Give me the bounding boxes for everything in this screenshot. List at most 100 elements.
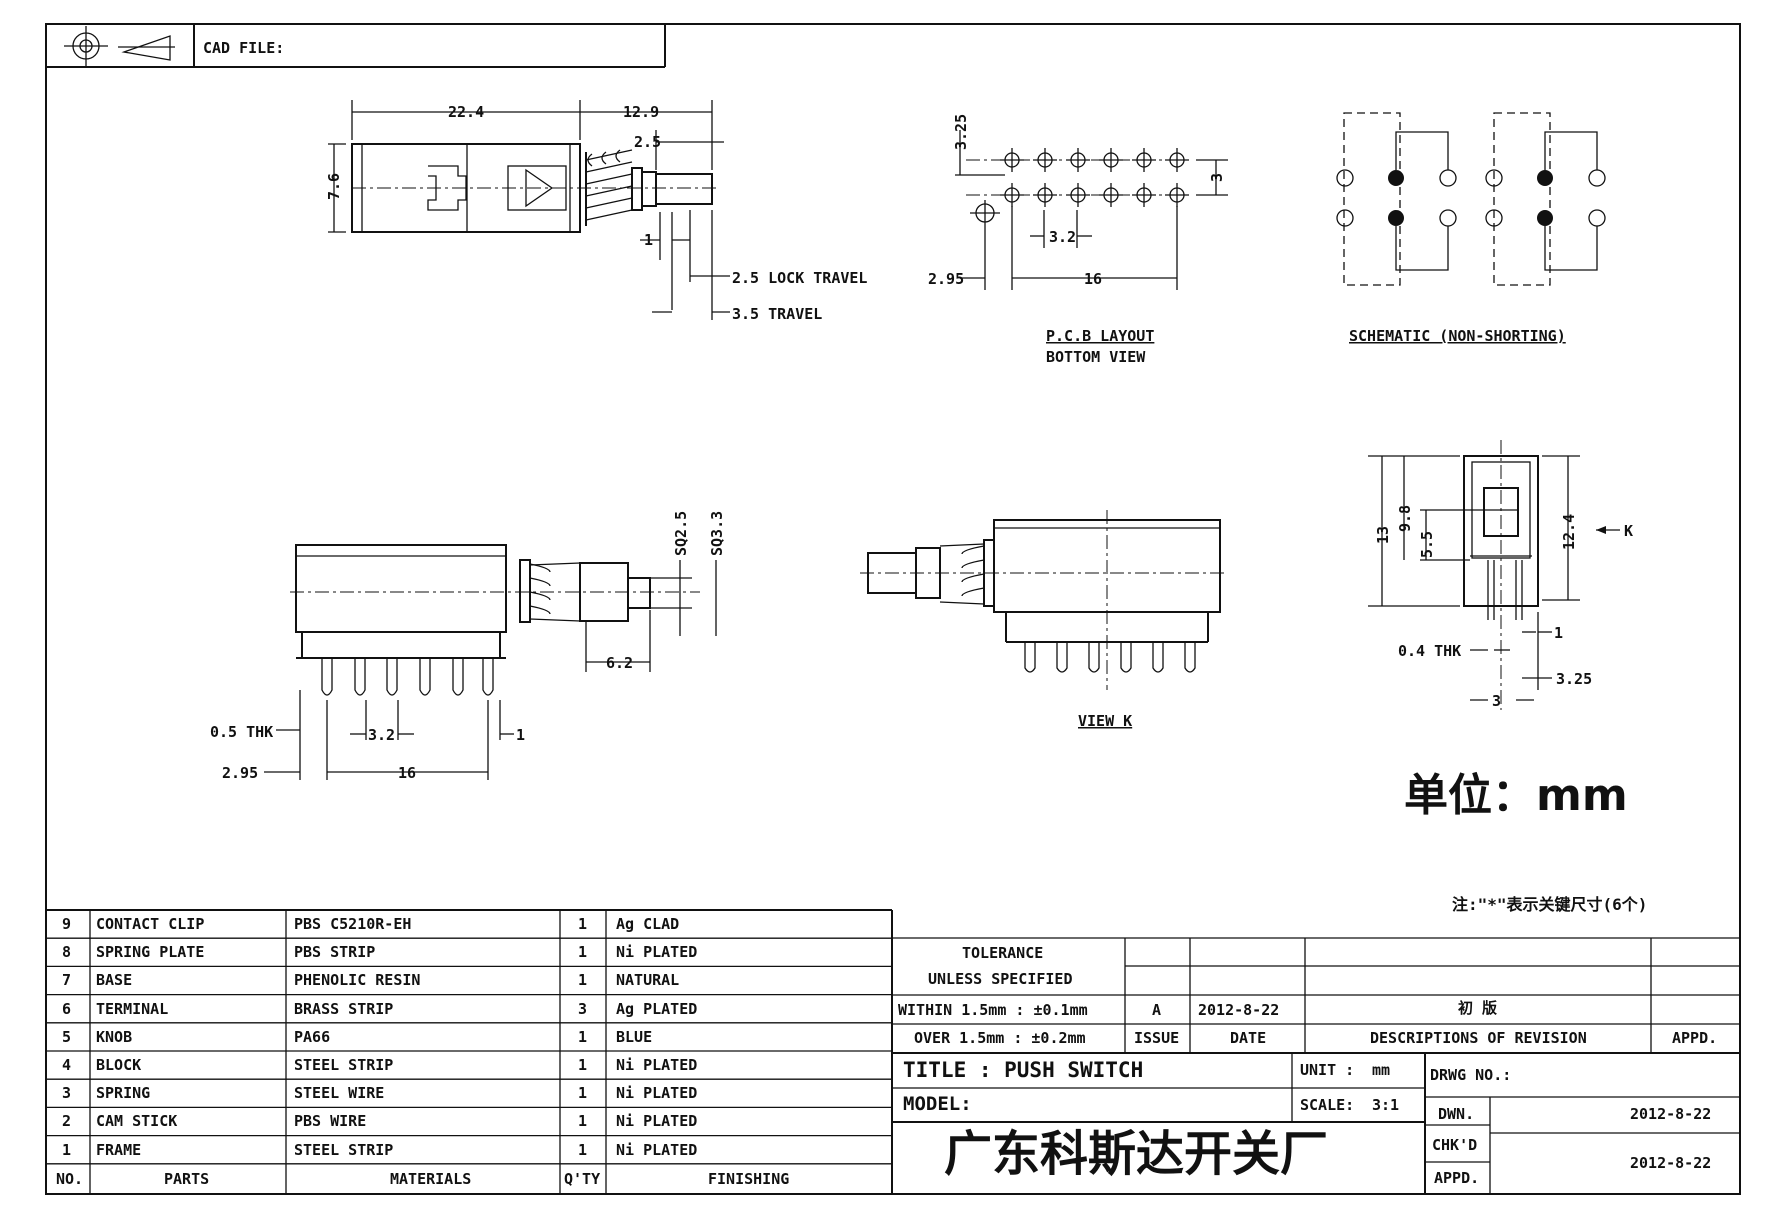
top-view-drawing: 22.4 12.9 2.5 7.6 1 2.5 LOCK TRAVEL 3.5 …: [325, 100, 867, 323]
row-finishing: Ni PLATED: [616, 1112, 698, 1131]
terminal-pin: [1120, 642, 1132, 673]
parts-table-grid: [46, 909, 893, 1194]
row-material: STEEL STRIP: [294, 1056, 394, 1074]
terminal-pin: [419, 658, 431, 696]
dim-1-end: 1: [1554, 624, 1563, 642]
travel-label: 3.5 TRAVEL: [732, 305, 822, 323]
row-material: STEEL WIRE: [294, 1084, 385, 1103]
dim-3-25: 3.25: [952, 114, 970, 150]
dim-0-5-thk: 0.5 THK: [210, 723, 273, 741]
dim-6-2: 6.2: [606, 654, 633, 672]
row-qty: 1: [578, 1140, 588, 1159]
row-no: 1: [62, 1140, 72, 1159]
row-material: PBS C5210R-EH: [294, 915, 412, 933]
unit-note: 单位：mm: [1404, 770, 1628, 821]
chkd-label: CHK'D: [1432, 1136, 1478, 1154]
row-material: PBS WIRE: [294, 1112, 367, 1131]
row-no: 7: [62, 971, 72, 990]
scale-label: SCALE:: [1300, 1096, 1355, 1114]
row-part: CAM STICK: [96, 1112, 178, 1131]
dwn-label: DWN.: [1438, 1105, 1475, 1123]
col-header-finishing: FINISHING: [708, 1170, 790, 1188]
row-qty: 1: [578, 1056, 588, 1074]
dim-3-2-side: 3.2: [368, 726, 395, 744]
col-header-materials: MATERIALS: [390, 1170, 472, 1188]
dim-3-end: 3: [1492, 692, 1501, 710]
terminal-pin: [1024, 642, 1036, 673]
row-finishing: Ag PLATED: [616, 999, 698, 1018]
row-finishing: Ni PLATED: [616, 943, 698, 962]
row-finishing: Ag CLAD: [616, 915, 680, 933]
tolerance-within: WITHIN 1.5mm : ±0.1mm: [898, 1001, 1088, 1019]
projection-symbol-icon: [64, 26, 175, 66]
row-finishing: Ni PLATED: [616, 1140, 698, 1159]
terminal-pin: [321, 658, 333, 696]
row-part: CONTACT CLIP: [96, 915, 205, 933]
dim-16: 16: [1084, 270, 1102, 288]
row-no: 9: [62, 915, 72, 933]
dim-2-95: 2.95: [928, 270, 964, 288]
row-qty: 1: [578, 943, 588, 962]
pcb-layout-caption: P.C.B LAYOUT: [1046, 327, 1154, 345]
dim-1-side: 1: [516, 726, 525, 744]
unit-label: UNIT :: [1300, 1061, 1355, 1079]
dim-3: 3: [1208, 173, 1226, 182]
dim-9-8: 9.8: [1396, 505, 1414, 532]
rev-header-description: DESCRIPTIONS OF REVISION: [1370, 1029, 1587, 1047]
view-k-caption: VIEW K: [1078, 712, 1132, 730]
dim-5-5: 5.5: [1418, 531, 1436, 558]
terminal-pin: [1056, 642, 1068, 673]
end-view-drawing: 13 9.8 5.5 12.4 K 0.4 THK 1 3.25 3: [1368, 440, 1633, 710]
dim-22-4: 22.4: [448, 103, 484, 121]
row-qty: 1: [578, 915, 588, 933]
dim-12-4: 12.4: [1560, 514, 1578, 550]
view-k-drawing: VIEW K: [860, 510, 1226, 730]
dim-12-9: 12.9: [623, 103, 659, 121]
col-header-qty: Q'TY: [564, 1170, 601, 1188]
row-no: 5: [62, 1027, 72, 1046]
row-qty: 1: [578, 971, 588, 990]
dim-sq2-5: SQ2.5: [672, 511, 690, 556]
row-finishing: Ni PLATED: [616, 1084, 698, 1103]
scale-value: 3:1: [1372, 1096, 1400, 1114]
dim-3-2: 3.2: [1049, 228, 1076, 246]
terminal-pin: [386, 658, 398, 696]
cad-file-label: CAD FILE:: [203, 39, 284, 57]
row-qty: 1: [578, 1084, 588, 1103]
row-material: STEEL STRIP: [294, 1140, 394, 1159]
row-part: SPRING PLATE: [96, 943, 205, 962]
row-part: BASE: [96, 971, 133, 990]
row-finishing: BLUE: [616, 1027, 653, 1046]
chkd-date: 2012-8-22: [1630, 1154, 1712, 1172]
row-no: 2: [62, 1112, 72, 1131]
dim-13: 13: [1374, 526, 1392, 544]
dwn-date: 2012-8-22: [1630, 1105, 1712, 1123]
terminal-pin: [1088, 642, 1100, 673]
row-no: 6: [62, 999, 72, 1018]
row-qty: 3: [578, 999, 588, 1018]
row-material: BRASS STRIP: [294, 999, 394, 1018]
terminal-pin: [1184, 642, 1196, 673]
terminal-pin: [452, 658, 464, 696]
row-no: 3: [62, 1084, 72, 1103]
row-part: FRAME: [96, 1140, 142, 1159]
side-view-drawing: SQ2.5 SQ3.3 6.2 0.5 THK 3.2 1 2.95 16: [210, 511, 726, 782]
row-part: SPRING: [96, 1084, 151, 1103]
appd-label: APPD.: [1434, 1169, 1480, 1187]
dim-2-95-side: 2.95: [222, 764, 258, 782]
row-material: PHENOLIC RESIN: [294, 971, 421, 990]
row-no: 8: [62, 943, 72, 962]
dim-sq3-3: SQ3.3: [708, 511, 726, 556]
terminal-pin: [354, 658, 366, 696]
header-block: CAD FILE:: [46, 24, 666, 68]
rev-header-appd: APPD.: [1672, 1029, 1718, 1047]
tolerance-subtitle: UNLESS SPECIFIED: [928, 970, 1073, 988]
tolerance-title: TOLERANCE: [962, 944, 1044, 962]
dim-2-5: 2.5: [634, 133, 661, 151]
rev-header-date: DATE: [1230, 1029, 1267, 1047]
drwg-no-label: DRWG NO.:: [1430, 1066, 1512, 1084]
col-header-no: NO.: [56, 1170, 84, 1188]
row-material: PA66: [294, 1027, 331, 1046]
revision-date: 2012-8-22: [1198, 1001, 1280, 1019]
